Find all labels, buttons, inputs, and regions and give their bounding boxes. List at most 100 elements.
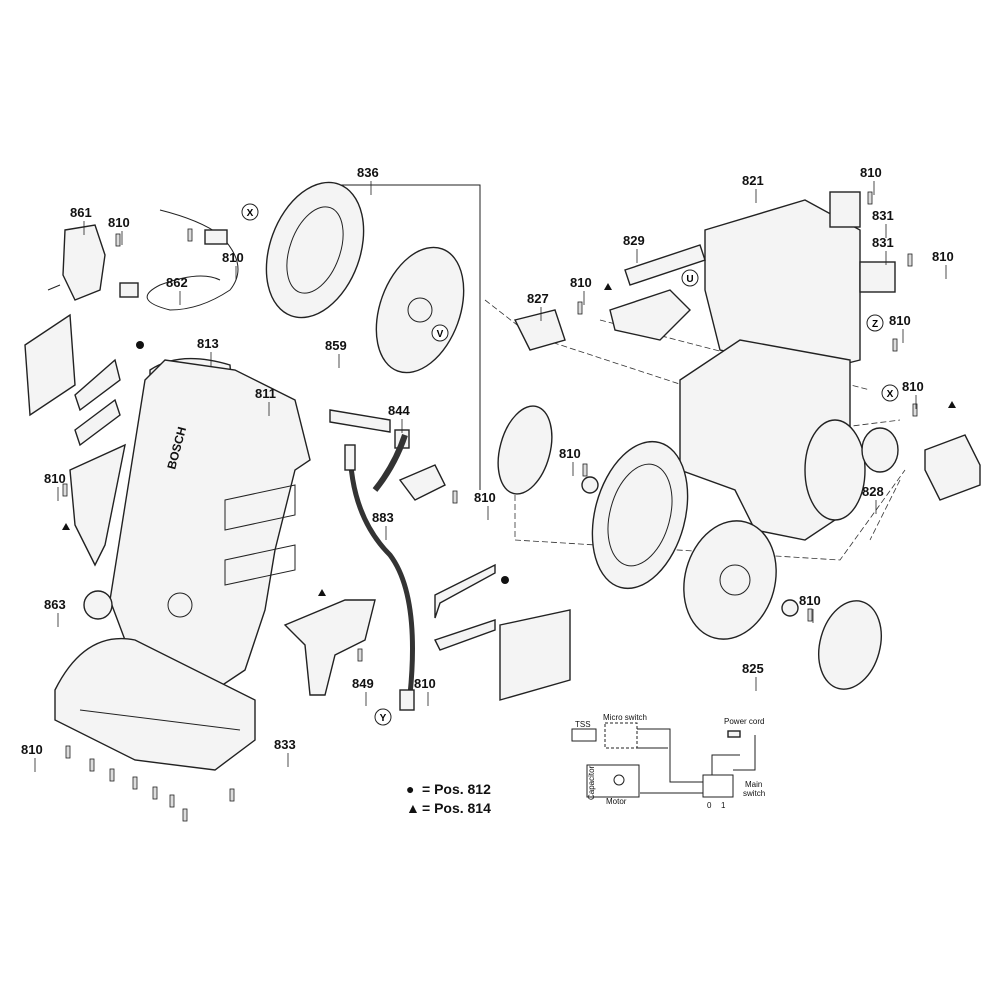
- callout-825: 825: [742, 661, 764, 676]
- callout-828: 828: [862, 484, 884, 499]
- callout-810: 810: [799, 593, 821, 608]
- part-836-hose-reel: [265, 181, 465, 374]
- leader-lines: [34, 181, 947, 772]
- screw: [892, 338, 898, 352]
- legend-triangle-symbol: ▲: [406, 800, 420, 816]
- callout-810: 810: [108, 215, 130, 230]
- power-cord-label: Power cord: [724, 717, 764, 726]
- screw: [582, 463, 588, 477]
- reference-circle: [681, 269, 699, 287]
- callout-821: 821: [742, 173, 764, 188]
- callout-861: 861: [70, 205, 92, 220]
- callout-810: 810: [222, 250, 244, 265]
- callout-849: 849: [352, 676, 374, 691]
- screw: [169, 794, 175, 808]
- callout-859: 859: [325, 338, 347, 353]
- callout-833: 833: [274, 737, 296, 752]
- callout-831: 831: [872, 235, 894, 250]
- part-833-base: [54, 637, 256, 771]
- callout-810: 810: [902, 379, 924, 394]
- part-831-clips: [829, 191, 896, 293]
- legend: ● = Pos. 812 ▲ = Pos. 814: [406, 781, 491, 816]
- part-861-pressure-switch: [47, 224, 106, 301]
- triangle-marker: [604, 283, 612, 290]
- part-829-827-small-parts: [513, 244, 706, 351]
- screw: [62, 483, 68, 497]
- micro-switch-label: Micro switch: [603, 713, 647, 722]
- reference-letter-text: Z: [872, 319, 878, 330]
- callout-810: 810: [474, 490, 496, 505]
- screws: [62, 191, 918, 822]
- reference-circle: [241, 203, 259, 221]
- screw: [229, 788, 235, 802]
- reference-letter-X: X: [881, 384, 899, 402]
- reference-letter-text: X: [247, 208, 254, 219]
- part-849-hose: [344, 444, 415, 711]
- reference-circle: [866, 314, 884, 332]
- part-812-covers-left: [24, 313, 121, 447]
- callout-827: 827: [527, 291, 549, 306]
- callout-829: 829: [623, 233, 645, 248]
- part-811-housing: BOSCH: [109, 359, 311, 691]
- callout-810: 810: [414, 676, 436, 691]
- screw: [912, 403, 918, 417]
- part-862-power-cord: [119, 209, 239, 311]
- reference-letter-text: X: [887, 389, 894, 400]
- tss-label: TSS: [575, 720, 591, 729]
- callout-810: 810: [570, 275, 592, 290]
- screw: [109, 768, 115, 782]
- switch-pos-1: 1: [721, 801, 726, 810]
- callout-844: 844: [388, 403, 410, 418]
- part-821-frame: [679, 199, 866, 541]
- screw: [132, 776, 138, 790]
- callout-810: 810: [44, 471, 66, 486]
- callout-813: 813: [197, 336, 219, 351]
- dot-marker: [501, 576, 509, 584]
- part-814-hose-holder: [283, 599, 376, 696]
- screw: [115, 233, 121, 247]
- reference-circle: [431, 324, 449, 342]
- wiring-diagram: TSS Micro switch Power cord Main switch …: [571, 713, 765, 810]
- part-825-wheels: [497, 405, 882, 690]
- main-switch-label-1: Main: [745, 780, 762, 789]
- screw: [357, 648, 363, 662]
- switch-pos-0: 0: [707, 801, 712, 810]
- screw: [452, 490, 458, 504]
- legend-dot-symbol: ●: [406, 781, 414, 797]
- reference-letter-U: U: [681, 269, 699, 287]
- part-812-covers-middle: [434, 563, 571, 701]
- triangle-marker: [62, 523, 70, 530]
- callout-883: 883: [372, 510, 394, 525]
- triangle-marker: [318, 589, 326, 596]
- screw: [182, 808, 188, 822]
- callout-810: 810: [932, 249, 954, 264]
- reference-letter-Z: Z: [866, 314, 884, 332]
- screw: [187, 228, 193, 242]
- reference-letter-text: Y: [380, 713, 387, 724]
- callout-862: 862: [166, 275, 188, 290]
- part-883-hose-pipe: [372, 434, 408, 492]
- legend-triangle-text: = Pos. 814: [422, 800, 491, 816]
- reference-circle: [881, 384, 899, 402]
- callout-811: 811: [255, 386, 276, 401]
- legend-dot-text: = Pos. 812: [422, 781, 491, 797]
- callout-810: 810: [860, 165, 882, 180]
- screw: [65, 745, 71, 759]
- reference-letter-Y: Y: [374, 708, 392, 726]
- part-828-hub: [861, 427, 899, 473]
- part-814-right-cover: [924, 434, 981, 501]
- screw: [89, 758, 95, 772]
- reference-circle: [374, 708, 392, 726]
- screw: [152, 786, 158, 800]
- part-814-left-panel: [69, 443, 126, 567]
- screw: [807, 608, 813, 622]
- part-859-844-fittings: [329, 409, 446, 501]
- callout-863: 863: [44, 597, 66, 612]
- callout-810: 810: [559, 446, 581, 461]
- main-switch-label-2: switch: [743, 789, 765, 798]
- reference-letter-X: X: [241, 203, 259, 221]
- screw: [577, 301, 583, 315]
